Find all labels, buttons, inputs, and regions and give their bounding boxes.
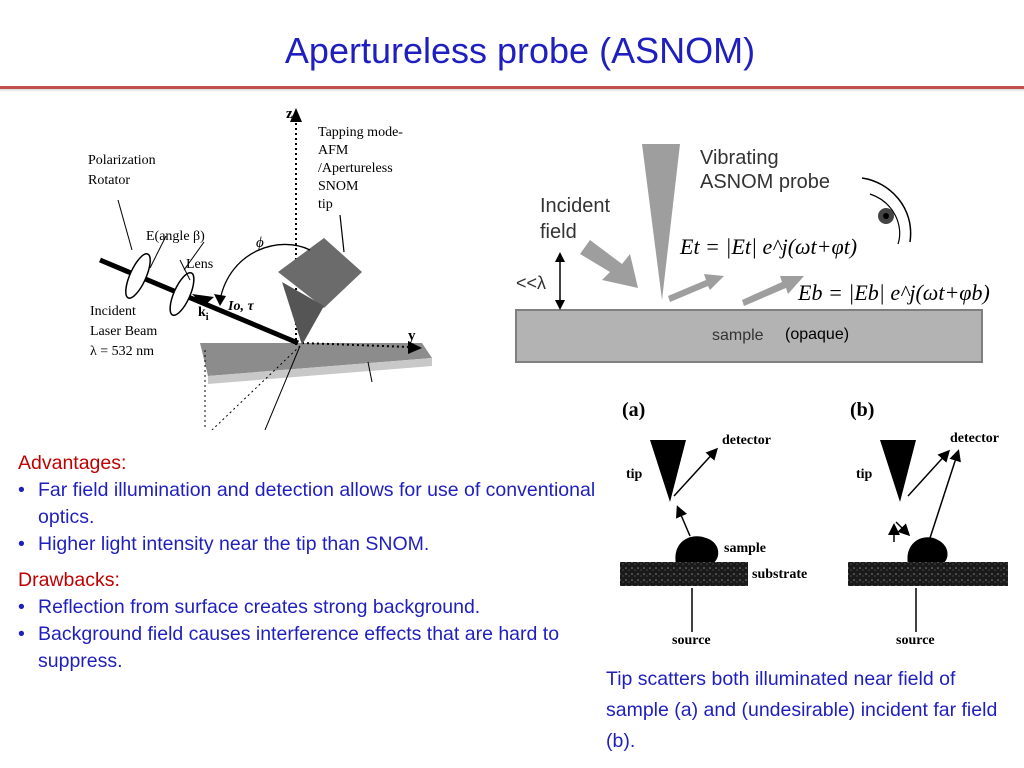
- incident-label-1: Incident: [90, 304, 136, 319]
- tapping-label-5: tip: [318, 197, 333, 212]
- incident-label-3: λ = 532 nm: [90, 344, 154, 359]
- efield-label: E(angle β): [146, 229, 205, 244]
- drawbacks-heading: Drawbacks:: [18, 569, 120, 591]
- y-axis-label: y: [408, 328, 416, 344]
- figure-caption: Tip scatters both illuminated near field…: [606, 668, 998, 752]
- incident-label-2: Laser Beam: [90, 324, 157, 339]
- lens: [169, 271, 195, 317]
- source-label-a: source: [672, 633, 711, 648]
- panel-b-label: (b): [850, 399, 874, 421]
- tapping-label-1: Tapping mode-: [318, 125, 403, 140]
- lens-label: Lens: [186, 257, 213, 272]
- scattering-diagram: (a) (b) detector tip sample substrate so…: [620, 399, 1008, 648]
- substrate-label-a: substrate: [752, 567, 807, 582]
- title-divider: [0, 86, 1024, 89]
- sample-blob-a: [675, 536, 719, 564]
- incident-field-arrow: [580, 240, 638, 288]
- tip-a: [650, 440, 686, 502]
- drawback-item-1: Reflection from surface creates strong b…: [18, 594, 598, 621]
- tapping-label-3: /Apertureless: [318, 161, 393, 176]
- tapping-label-4: SNOM: [318, 179, 359, 194]
- tapping-label-2: AFM: [318, 143, 349, 158]
- source-label-b: source: [896, 633, 935, 648]
- vibrating-label-2: ASNOM probe: [700, 171, 830, 193]
- z-axis-label: z: [286, 106, 293, 122]
- detector-label-b: detector: [950, 431, 999, 446]
- vibrating-label-1: Vibrating: [700, 147, 779, 169]
- slide-title: Apertureless probe (ASNOM): [284, 30, 756, 71]
- substrate-a: [620, 562, 748, 586]
- sample-blob-b: [907, 537, 948, 564]
- panel-a-label: (a): [622, 399, 645, 421]
- io-label: Io, τ: [227, 299, 254, 314]
- afm-cantilever: [278, 238, 362, 308]
- afm-setup-diagram: z y ϕ Polarization Rotator E(angle β) Le…: [88, 106, 432, 430]
- tip-label-b: tip: [856, 467, 873, 482]
- sample-label: sample: [712, 327, 764, 344]
- polarization-label-2: Rotator: [88, 173, 130, 188]
- phi-label: ϕ: [256, 235, 264, 251]
- incident-field-label-1: Incident: [540, 195, 610, 217]
- opaque-label: (opaque): [785, 326, 849, 343]
- sample-label-a: sample: [724, 541, 766, 556]
- eye-icon: [861, 177, 912, 245]
- detector-label-a: detector: [722, 433, 771, 448]
- vibrating-probe: [642, 144, 680, 300]
- tip-label-a: tip: [626, 467, 643, 482]
- sample-plate: [200, 343, 432, 376]
- drawback-item-2: Background field causes interference eff…: [18, 621, 598, 675]
- advantages-heading: Advantages:: [18, 452, 127, 474]
- afm-tip: [282, 282, 324, 345]
- equation-et: Et = |Et| e^j(ωt+φt): [679, 234, 857, 259]
- pros-cons-text: Advantages: Far field illumination and d…: [18, 450, 598, 675]
- panel-a: detector tip sample substrate source: [620, 433, 807, 648]
- svg-text:Incident Laser Beam λ: Incident Laser Beam λ = 532 nm: [90, 304, 161, 359]
- polarization-label-1: Polarization: [88, 153, 156, 168]
- incident-field-label-2: field: [540, 221, 577, 243]
- svg-text:Incident field: Incident field: [540, 195, 616, 243]
- sample-slab: [515, 309, 983, 363]
- lambda-label: <<λ: [516, 273, 546, 293]
- ki-label: ki: [198, 305, 209, 323]
- svg-text:Vibrating ASNOM probe: Vibrating ASNOM probe: [700, 147, 830, 193]
- svg-text:Tapping mode- AFM /Ape: Tapping mode- AFM /Apertureless SNOM tip: [318, 125, 406, 212]
- substrate-b: [848, 562, 1008, 586]
- polarization-rotator: [125, 253, 151, 299]
- equation-eb: Eb = |Eb| e^j(ωt+φb): [797, 280, 990, 305]
- panel-b: detector tip source: [848, 431, 1008, 648]
- asnom-probe-diagram: sample (opaque) <<λ Incident field Vibra…: [515, 144, 990, 363]
- title-divider-shadow: [0, 89, 1024, 92]
- svg-text:Polarization Rotator: Polarization Rotator: [88, 153, 159, 188]
- tip-b: [880, 440, 916, 502]
- advantage-item-2: Higher light intensity near the tip than…: [18, 531, 598, 558]
- advantage-item-1: Far field illumination and detection all…: [18, 477, 598, 531]
